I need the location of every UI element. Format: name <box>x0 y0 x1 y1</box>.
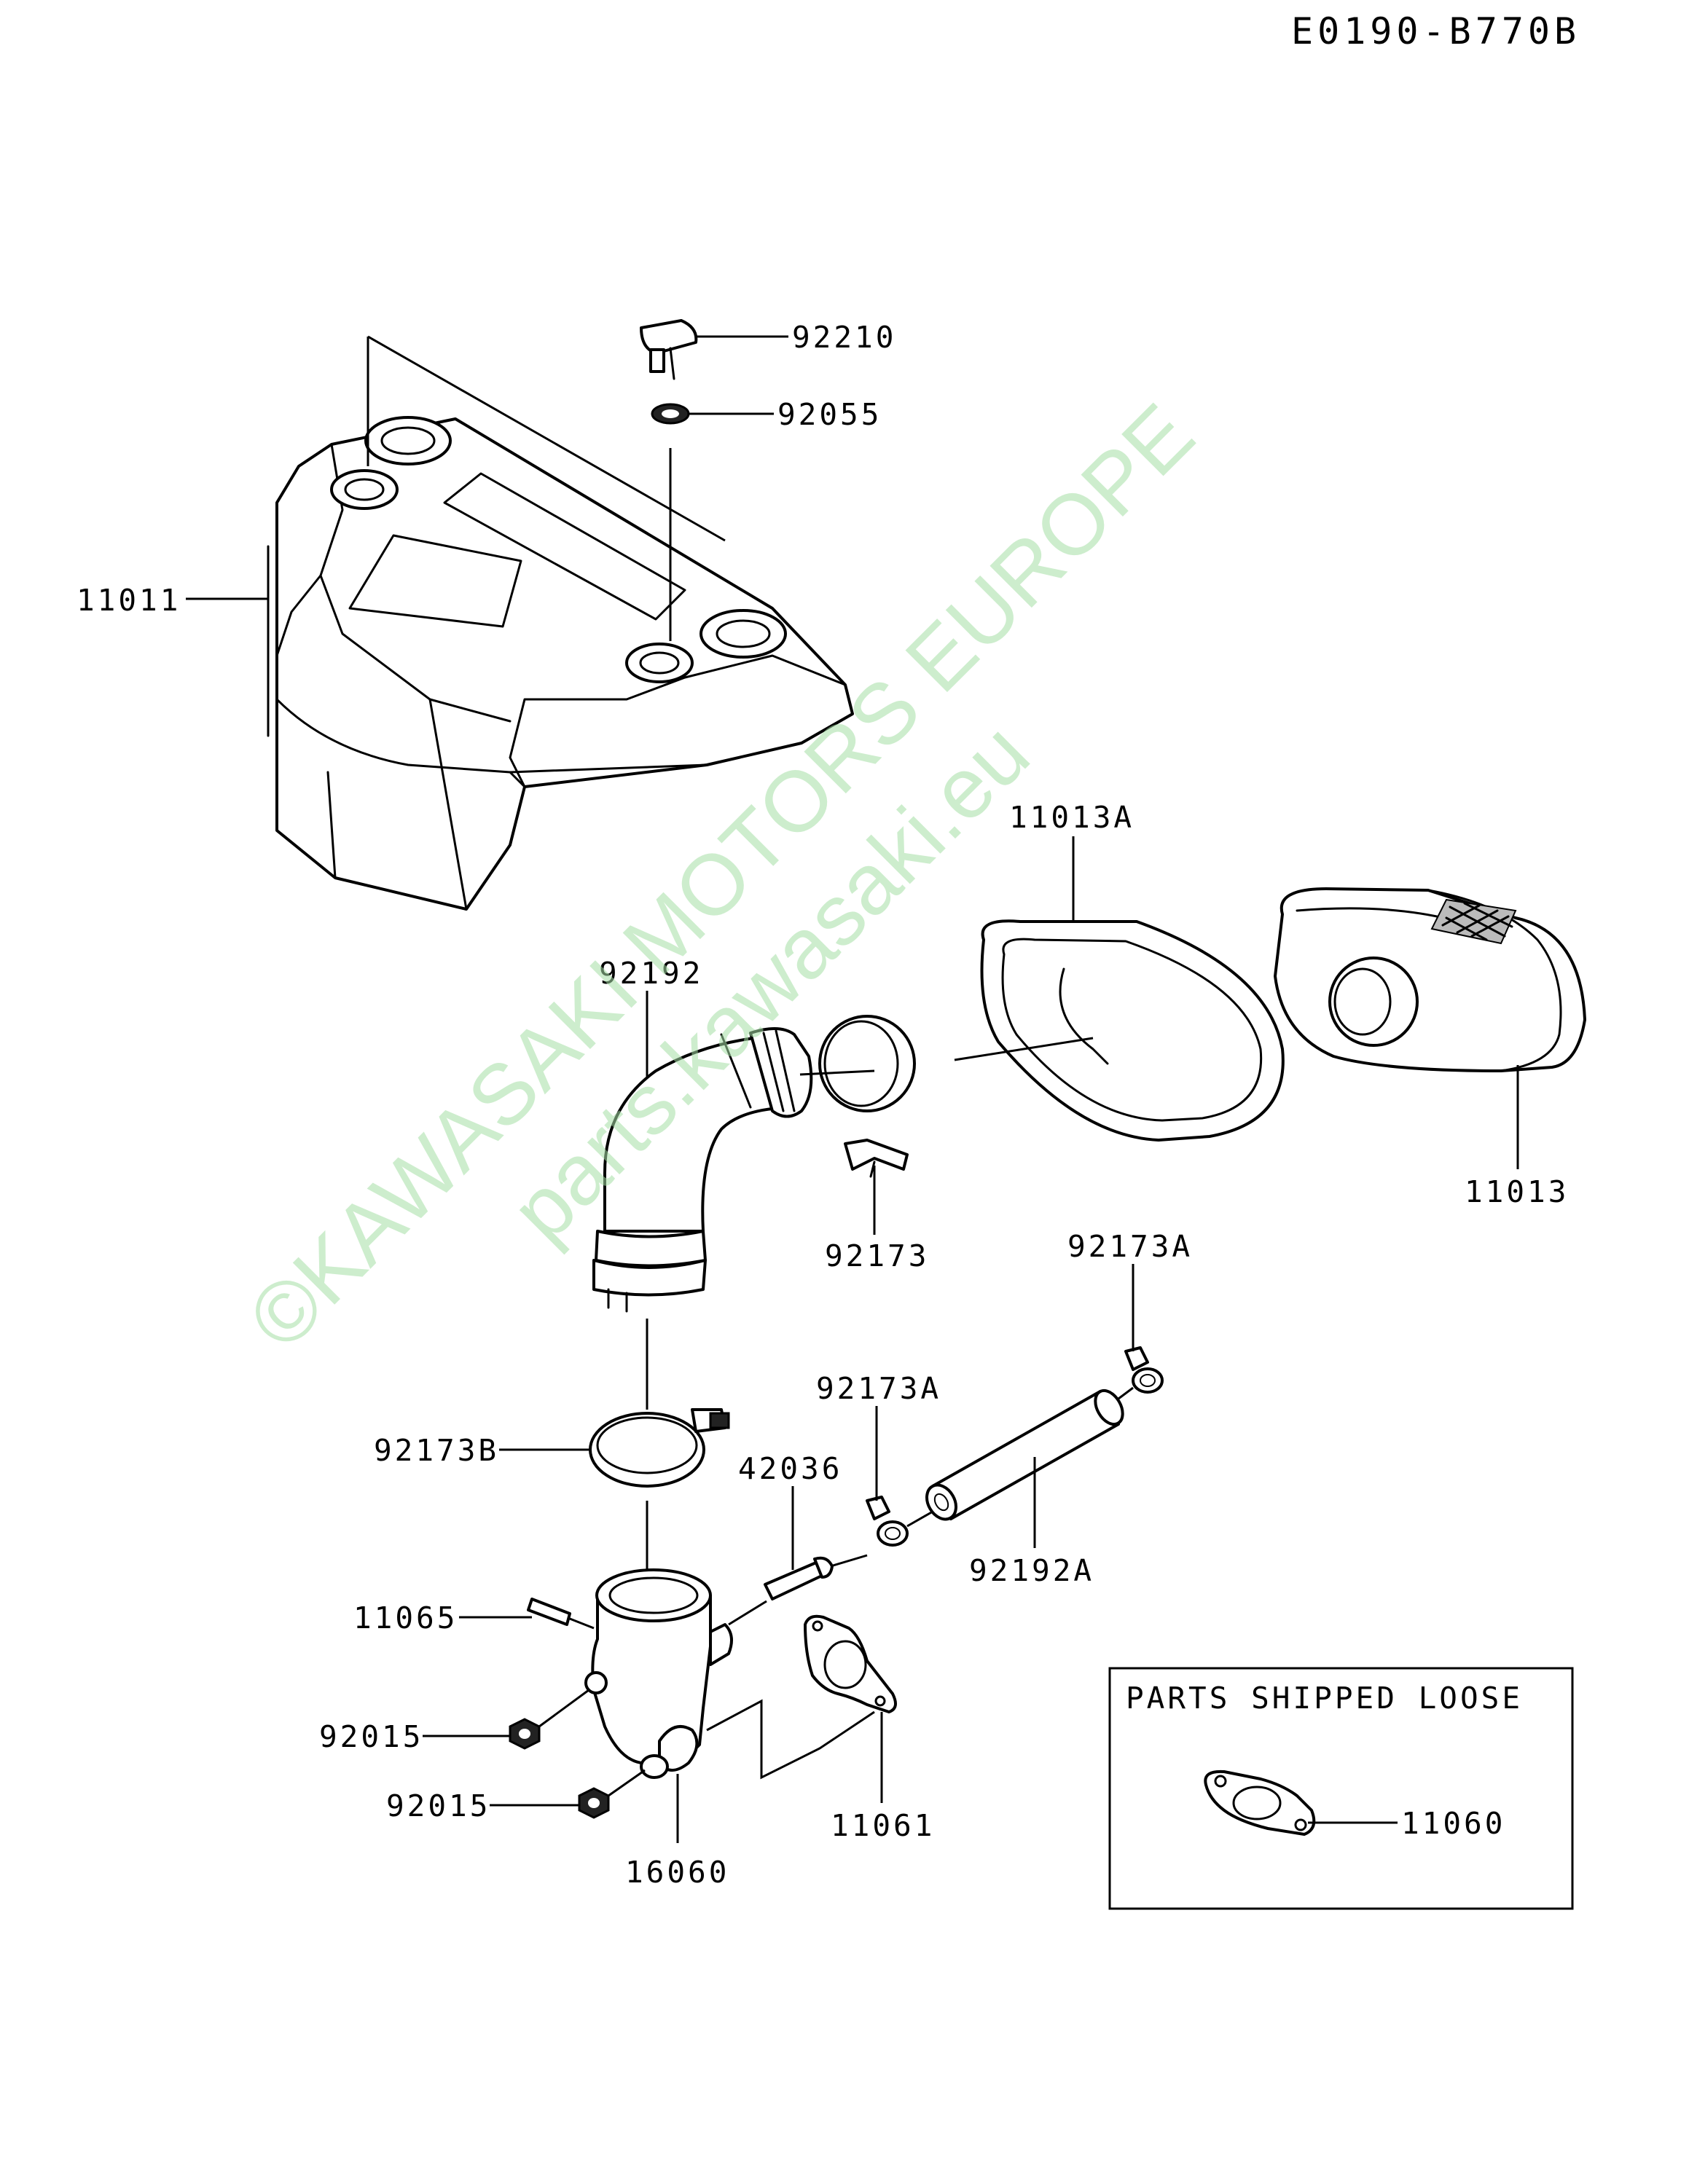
inlet-pipe-16060[interactable] <box>584 1568 733 1779</box>
label-92173A-mid: 92173A <box>816 1371 941 1406</box>
pin-11065[interactable] <box>527 1598 571 1626</box>
label-92192: 92192 <box>599 956 703 991</box>
knob-92210[interactable] <box>640 319 698 380</box>
label-42036: 42036 <box>738 1451 842 1486</box>
gasket-11060[interactable] <box>1204 1769 1316 1836</box>
clamp-92173A-top[interactable] <box>1124 1346 1164 1394</box>
label-11061: 11061 <box>831 1808 935 1843</box>
label-11013A: 11013A <box>1009 800 1135 835</box>
clamp-92173B[interactable] <box>589 1408 730 1488</box>
label-92055: 92055 <box>777 397 882 432</box>
elbow-hose-92192[interactable] <box>592 1026 813 1313</box>
gasket-11061[interactable] <box>804 1614 897 1713</box>
label-92173: 92173 <box>825 1238 929 1273</box>
nut-92015-lower[interactable] <box>578 1787 610 1819</box>
air-filter-11013[interactable] <box>1274 887 1586 1072</box>
loose-box-title: PARTS SHIPPED LOOSE <box>1126 1681 1523 1716</box>
label-11011: 11011 <box>77 583 181 618</box>
label-92173B: 92173B <box>374 1433 499 1468</box>
label-11065: 11065 <box>353 1600 458 1635</box>
label-92210: 92210 <box>792 320 896 355</box>
label-92015-upper: 92015 <box>319 1719 423 1754</box>
fitting-42036[interactable] <box>764 1556 834 1600</box>
clamp-92173[interactable] <box>818 1015 916 1178</box>
nut-92015-upper[interactable] <box>509 1718 541 1750</box>
clamp-92173A-mid[interactable] <box>866 1496 909 1547</box>
air-cleaner-cover[interactable] <box>267 416 854 911</box>
diagram-code: E0190-B770B <box>1291 10 1580 52</box>
label-11013: 11013 <box>1465 1174 1569 1209</box>
pre-cleaner-11013A[interactable] <box>980 919 1285 1142</box>
label-92015-lower: 92015 <box>386 1788 490 1823</box>
label-92173A-top: 92173A <box>1067 1229 1193 1264</box>
label-11060: 11060 <box>1401 1806 1505 1841</box>
hose-92192A[interactable] <box>921 1386 1128 1524</box>
parts-shipped-loose-box: PARTS SHIPPED LOOSE <box>1108 1667 1574 1910</box>
label-92192A: 92192A <box>969 1553 1094 1588</box>
label-16060: 16060 <box>625 1855 729 1890</box>
